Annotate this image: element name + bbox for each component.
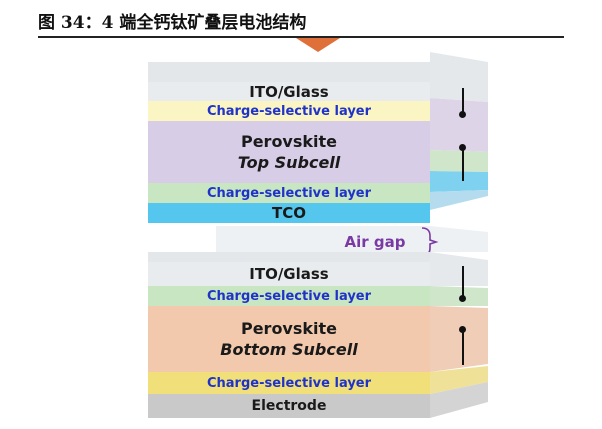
bottom-terminal-wire-2: [462, 329, 464, 365]
electrode-label: Electrode: [251, 398, 327, 414]
top-cs1-label: Charge-selective layer: [206, 103, 372, 119]
top-charge-selective-layer-2: Charge-selective layer: [148, 183, 430, 203]
top-subcell-label: Top Subcell: [237, 153, 341, 172]
figure-caption: 图 34：4 端全钙钛矿叠层电池结构: [38, 13, 307, 33]
top-perovskite-layer: Perovskite Top Subcell: [148, 121, 430, 183]
top-ito-glass-label: ITO/Glass: [249, 82, 329, 101]
bottom-subcell-label: Bottom Subcell: [220, 340, 358, 359]
tco-layer: TCO: [148, 203, 430, 223]
bottom-terminal-dot-1: [459, 295, 466, 302]
bottom-perovskite-label: Perovskite: [240, 319, 338, 338]
air-gap-region: Air gap: [330, 231, 420, 253]
bottom-charge-selective-layer-1: Charge-selective layer: [148, 286, 430, 306]
light-arrow-icon: [296, 38, 340, 52]
bottom-ito-glass-label: ITO/Glass: [249, 265, 329, 283]
bottom-cs1-label: Charge-selective layer: [206, 288, 372, 304]
top-terminal-wire-2: [462, 147, 464, 181]
bottom-charge-selective-layer-2: Charge-selective layer: [148, 372, 430, 394]
top-ito-glass-layer: ITO/Glass: [148, 82, 430, 101]
top-charge-selective-layer-1: Charge-selective layer: [148, 101, 430, 121]
bottom-ito-glass-layer: ITO/Glass: [148, 262, 430, 286]
air-gap-label: Air gap: [344, 233, 406, 251]
bottom-perovskite-layer: Perovskite Bottom Subcell: [148, 306, 430, 372]
top-terminal-wire-1: [462, 88, 464, 114]
electrode-layer: Electrode: [148, 394, 430, 418]
bottom-terminal-wire-1: [462, 266, 464, 298]
caption-rule: [38, 36, 564, 38]
bottom-cs2-label: Charge-selective layer: [206, 375, 372, 391]
top-perovskite-label: Perovskite: [240, 132, 338, 151]
top-cs2-label: Charge-selective layer: [206, 185, 372, 201]
tco-label: TCO: [272, 204, 306, 222]
top-terminal-dot-1: [459, 111, 466, 118]
